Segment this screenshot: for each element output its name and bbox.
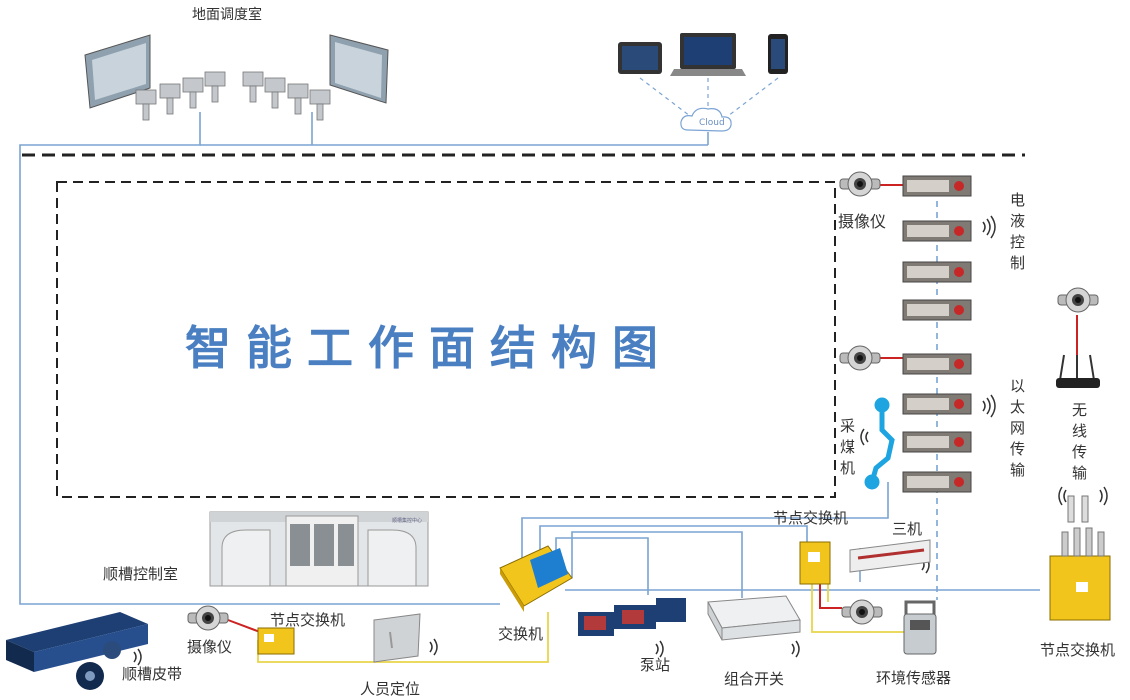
camera-icon bbox=[839, 171, 881, 197]
ground-control-room-label: 地面调度室 bbox=[192, 7, 262, 23]
ground-control-room bbox=[84, 34, 389, 121]
wireless-signal-icon bbox=[982, 394, 996, 418]
node-switch-right-label: 节点交换机 bbox=[1040, 641, 1116, 659]
env-sensor-label: 环境传感器 bbox=[876, 669, 952, 687]
chute-control-room-building: 顺槽集控中心 bbox=[209, 511, 429, 587]
tablet-device bbox=[618, 42, 662, 74]
shearer-icon bbox=[864, 397, 895, 490]
wireless-signal-icon bbox=[133, 648, 142, 666]
hydraulic-controller bbox=[902, 220, 972, 242]
wireless-label: 无线传输 bbox=[1072, 401, 1088, 482]
wireless-signal-icon bbox=[429, 638, 438, 656]
shearer-label: 采煤机 bbox=[840, 417, 856, 477]
phone-device bbox=[768, 34, 788, 74]
wireless-signal-icon bbox=[860, 428, 869, 446]
chute-belt-label: 顺槽皮带 bbox=[122, 665, 183, 683]
node-switch-mid-label: 节点交换机 bbox=[773, 509, 849, 527]
wireless-signal-icon bbox=[1058, 486, 1108, 506]
camera-icon bbox=[839, 345, 881, 371]
personnel-positioning-icon bbox=[373, 613, 421, 663]
inner-dashed-frame bbox=[56, 181, 836, 498]
combination-switch-label: 组合开关 bbox=[724, 670, 785, 688]
hydraulic-controller bbox=[902, 393, 972, 415]
control-room-panel-text: 顺槽集控中心 bbox=[392, 517, 422, 524]
hydraulic-controller bbox=[902, 431, 972, 453]
wireless-signal-icon bbox=[982, 215, 996, 239]
node-switch-icon bbox=[1049, 495, 1111, 621]
wireless-router-icon bbox=[1056, 354, 1100, 388]
pump-station-icon bbox=[578, 598, 686, 636]
cloud-icon bbox=[680, 107, 732, 132]
switch-icon bbox=[499, 545, 573, 612]
node-switch-icon bbox=[799, 541, 831, 585]
hydraulic-controller bbox=[902, 471, 972, 493]
cloud-links bbox=[639, 77, 779, 117]
electro-hydraulic-label: 电液控制 bbox=[1010, 191, 1026, 272]
env-sensor-icon bbox=[903, 600, 937, 655]
personnel-positioning-label: 人员定位 bbox=[360, 680, 421, 698]
laptop-device bbox=[670, 33, 746, 76]
hydraulic-controller bbox=[902, 261, 972, 283]
camera-icon bbox=[1057, 287, 1099, 313]
three-machines-label: 三机 bbox=[892, 520, 923, 538]
node-switch-left-label: 节点交换机 bbox=[270, 611, 346, 629]
camera-label-top: 摄像仪 bbox=[838, 212, 887, 231]
pump-station-label: 泵站 bbox=[640, 656, 671, 674]
ethernet-label: 以太网传输 bbox=[1010, 377, 1026, 479]
hydraulic-controller bbox=[902, 299, 972, 321]
workstation-consoles bbox=[135, 71, 331, 121]
camera-icon bbox=[841, 599, 883, 625]
switch-label: 交换机 bbox=[498, 625, 544, 643]
chute-belt-icon bbox=[6, 612, 148, 690]
hydraulic-support-units bbox=[902, 175, 972, 493]
wireless-signal-icon bbox=[791, 640, 800, 658]
chute-control-room-label: 顺槽控制室 bbox=[103, 565, 179, 583]
node-switch-icon bbox=[257, 627, 295, 655]
wireless-signal-icon bbox=[655, 640, 664, 658]
combination-switch-icon bbox=[707, 595, 801, 641]
camera-label-bottom: 摄像仪 bbox=[187, 638, 233, 656]
blue-network-lines bbox=[19, 112, 1040, 605]
hydraulic-controller bbox=[902, 175, 972, 197]
hydraulic-controller bbox=[902, 353, 972, 375]
three-machines-icon bbox=[849, 539, 931, 573]
cloud-label: Cloud bbox=[699, 118, 725, 128]
diagram-title: 智能工作面结构图 bbox=[185, 321, 673, 375]
red-lines bbox=[227, 184, 1078, 633]
camera-icon bbox=[187, 605, 229, 631]
